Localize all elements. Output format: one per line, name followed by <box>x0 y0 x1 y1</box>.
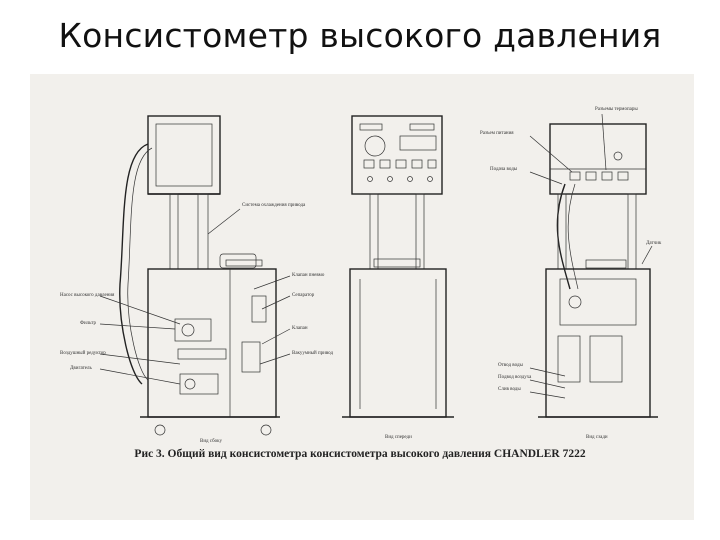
left-label-1: Насос высокого давления <box>60 293 115 298</box>
view-label-rear: Вид сзади <box>586 435 608 440</box>
front-view-drawing <box>342 115 454 418</box>
right-label-3: Отвод воды <box>498 363 523 368</box>
left-label-6: Сепаратор <box>292 293 315 298</box>
left-label-5: Клапан пневмо <box>292 273 325 278</box>
left-label-2: Фильтр <box>80 321 96 326</box>
figure-scan: Система охлаждения привода Насос высоког… <box>30 74 694 520</box>
left-label-7: Клапан <box>292 326 308 331</box>
rear-view-drawing <box>538 123 658 418</box>
right-label-5: Слив воды <box>498 387 521 392</box>
right-label-2: Подача воды <box>490 167 518 172</box>
left-label-0: Система охлаждения привода <box>242 203 306 208</box>
rear-view-leaders <box>529 113 653 399</box>
right-label-0: Разъемы термопары <box>595 107 638 112</box>
view-label-side: Вид сбоку <box>200 439 222 444</box>
left-label-3: Воздушный редуктор <box>60 351 106 356</box>
figure-caption: Рис 3. Общий вид консистометра консистом… <box>134 448 586 460</box>
right-label-4: Подвод воздуха <box>498 375 532 380</box>
right-label-6: Датчик <box>646 241 662 246</box>
left-label-8: Вакуумный привод <box>292 351 334 356</box>
view-label-front: Вид спереди <box>385 435 412 440</box>
right-label-1: Разъем питания <box>480 131 514 136</box>
slide-title: Консистометр высокого давления <box>58 16 662 55</box>
equipment-drawing: Система охлаждения привода Насос высоког… <box>60 107 662 444</box>
side-view-leaders <box>99 208 291 385</box>
left-label-4: Двигатель <box>70 366 92 371</box>
side-view-drawing <box>119 115 280 436</box>
